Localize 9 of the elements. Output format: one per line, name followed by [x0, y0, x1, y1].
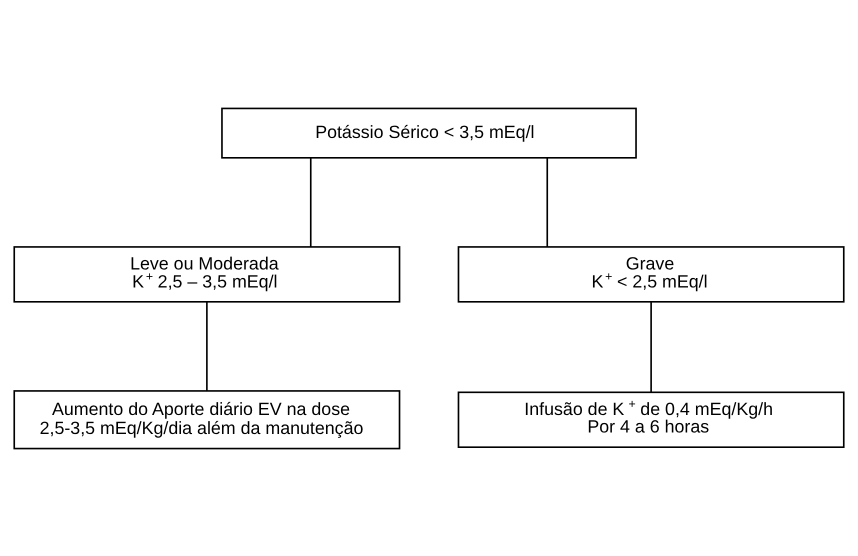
node-box: Infusão de K$^{+}$ de 0,4 mEq/Kg/h Por 4 a 6 horas — [458, 390, 845, 448]
node-box: Grave K$^{+}$ < 2,5 mEq/l — [458, 246, 845, 302]
connector — [310, 158, 312, 246]
node-box: Potássio Sérico < 3,5 mEq/l — [221, 107, 637, 158]
connector — [546, 158, 548, 246]
node-box: Aumento do Aporte diário EV na dose 2,5-3,5 mEq/Kg/dia além da manutenção — [13, 390, 400, 449]
node-box: Leve ou Moderada K$^{+}$ 2,5 – 3,5 mEq/l — [13, 246, 400, 302]
connector — [206, 302, 208, 390]
connector — [650, 302, 652, 392]
